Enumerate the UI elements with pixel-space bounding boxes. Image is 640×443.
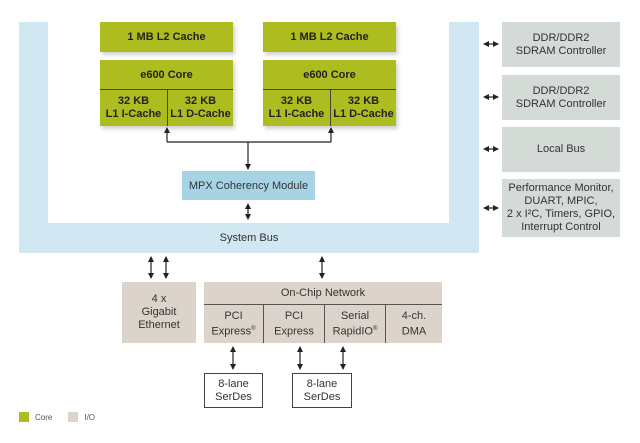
dma-engine: 4-ch. DMA [386, 305, 442, 343]
block-line2: Express [211, 325, 252, 338]
ethernet-line: 4 x [151, 293, 167, 305]
peripheral-line: DDR/DDR2 [532, 84, 590, 97]
l2-cache-1: 1 MB L2 Cache [263, 22, 396, 52]
legend: Core I/O [19, 412, 95, 422]
block-line1: PCI [224, 309, 243, 322]
l1-icache: 32 KB L1 I-Cache [263, 90, 331, 126]
core-label: e600 Core [303, 68, 356, 81]
local-bus: Local Bus [502, 127, 620, 172]
block-line2: Express [274, 325, 314, 338]
peripheral-line: 2 x I²C, Timers, GPIO, [506, 208, 616, 220]
gigabit-ethernet: 4 x Gigabit Ethernet [122, 282, 196, 343]
peripheral-line: SDRAM Controller [515, 44, 607, 57]
block-line2: RapidIO [332, 325, 373, 338]
serdes-1: 8-lane SerDes [292, 373, 352, 408]
l2-cache-label: 1 MB L2 Cache [127, 31, 206, 43]
peripheral-line: DDR/DDR2 [532, 31, 590, 44]
registered-mark: ® [251, 325, 256, 332]
block-line1: 4-ch. [401, 309, 427, 322]
l1i-size: 32 KB [117, 95, 150, 107]
system-bus: System Bus [19, 223, 479, 253]
serial-rapidio: Serial RapidIO® [325, 305, 386, 343]
block-line2: DMA [401, 325, 427, 338]
core-title: e600 Core [263, 60, 396, 90]
mpx-label: MPX Coherency Module [188, 179, 309, 192]
system-bus-label: System Bus [219, 232, 279, 244]
peripheral-line: Interrupt Control [521, 221, 601, 233]
serdes-line: SerDes [215, 390, 252, 403]
l1-dcache: 32 KB L1 D-Cache [168, 90, 233, 126]
l1d-label: L1 D-Cache [170, 108, 231, 120]
pci-express-0: PCI Express® [204, 305, 264, 343]
e600-core-1: e600 Core 32 KB L1 I-Cache 32 KB L1 D-Ca… [263, 60, 396, 126]
legend-swatch-core [19, 412, 29, 422]
l1-icache: 32 KB L1 I-Cache [100, 90, 168, 126]
legend-swatch-io [68, 412, 79, 422]
block-line1: PCI [284, 309, 304, 322]
serdes-line: 8-lane [218, 377, 249, 390]
peripheral-line: DUART, MPIC, [524, 195, 598, 207]
ethernet-line: Gigabit [141, 306, 177, 318]
ddr-controller-0: DDR/DDR2 SDRAM Controller [502, 22, 620, 67]
peripheral-line: Performance Monitor, [508, 182, 614, 194]
l1d-size: 32 KB [184, 95, 217, 107]
ocn-title-label: On-Chip Network [280, 287, 366, 299]
l1d-size: 32 KB [347, 95, 380, 107]
legend-label-io: I/O [84, 412, 96, 422]
block-line1: Serial [340, 309, 370, 322]
core-title: e600 Core [100, 60, 233, 90]
l2-cache-0: 1 MB L2 Cache [100, 22, 233, 52]
peripheral-line: SDRAM Controller [515, 97, 607, 110]
e600-core-0: e600 Core 32 KB L1 I-Cache 32 KB L1 D-Ca… [100, 60, 233, 126]
ocn-title: On-Chip Network [204, 282, 442, 305]
mpx-coherency-module: MPX Coherency Module [182, 171, 315, 200]
misc-peripherals: Performance Monitor, DUART, MPIC, 2 x I²… [502, 179, 620, 237]
l1i-label: L1 I-Cache [105, 108, 162, 120]
on-chip-network: On-Chip Network PCI Express® PCI Express… [204, 282, 442, 343]
serdes-line: SerDes [303, 390, 341, 403]
ethernet-line: Ethernet [138, 319, 180, 331]
l1d-label: L1 D-Cache [333, 108, 394, 120]
registered-mark: ® [372, 325, 378, 332]
system-bus-left-rail [19, 22, 48, 253]
core-label: e600 Core [140, 68, 193, 81]
system-bus-right-rail [449, 22, 479, 253]
l1i-label: L1 I-Cache [268, 108, 325, 120]
l1-dcache: 32 KB L1 D-Cache [331, 90, 396, 126]
serdes-line: 8-lane [306, 377, 338, 390]
legend-label-core: Core [35, 412, 53, 422]
peripheral-line: Local Bus [536, 143, 586, 155]
pci-express-1: PCI Express [264, 305, 325, 343]
ddr-controller-1: DDR/DDR2 SDRAM Controller [502, 75, 620, 120]
l1i-size: 32 KB [280, 95, 313, 107]
l2-cache-label: 1 MB L2 Cache [290, 31, 369, 43]
serdes-0: 8-lane SerDes [204, 373, 263, 408]
